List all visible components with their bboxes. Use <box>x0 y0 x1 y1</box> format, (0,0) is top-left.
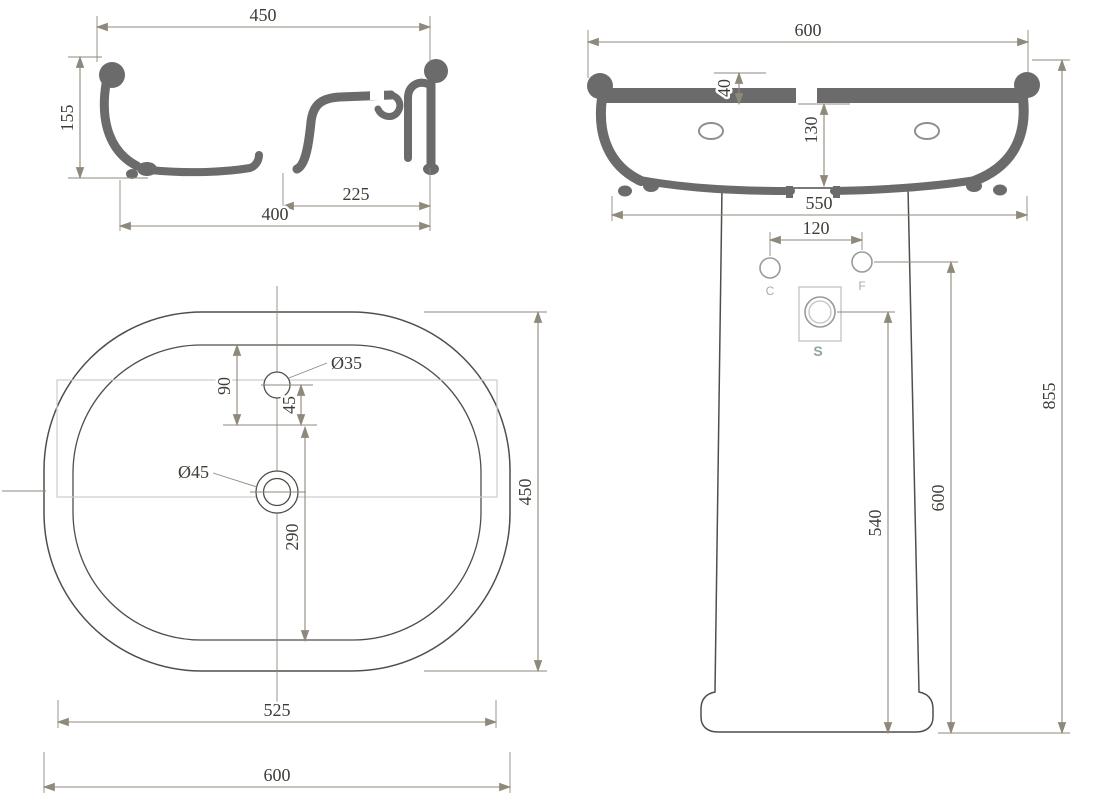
side-section-view: 450 155 225 400 <box>55 3 448 231</box>
front-dimensions: 600 40 130 550 120 855 600 540 <box>586 18 1070 735</box>
dim-plan-tap-offset: 45 <box>279 396 299 414</box>
front-drain-tab <box>833 186 840 198</box>
side-left-wall <box>99 79 142 171</box>
dim-side-base-width: 400 <box>262 204 289 224</box>
extension-lines <box>424 311 547 672</box>
fixing-hole-left <box>698 122 724 140</box>
dim-plan-rim-to-tap: 90 <box>214 377 234 395</box>
cold-supply-label: C <box>766 284 775 298</box>
plan-dimensions: 90 45 290 450 525 600 <box>42 310 547 793</box>
cold-supply-hole <box>759 257 781 279</box>
front-right-wall <box>969 93 1029 186</box>
side-basin-section <box>99 59 448 179</box>
front-left-wall <box>595 93 646 186</box>
front-foot <box>993 184 1007 196</box>
hot-supply-label: F <box>858 279 865 293</box>
side-back-top <box>404 78 432 102</box>
dim-front-hole-spacing: 120 <box>803 218 830 238</box>
dim-front-supply-height: 600 <box>928 485 948 512</box>
front-foot <box>643 180 659 192</box>
side-dimensions: 450 155 225 400 <box>55 3 432 231</box>
plan-view: Ø35 Ø45 90 45 290 450 525 600 <box>2 286 547 793</box>
front-rim-slot <box>796 84 817 105</box>
dim-side-width: 450 <box>250 5 277 25</box>
side-right-foot <box>423 163 439 175</box>
front-foot <box>618 185 632 197</box>
dim-plan-inner-width: 525 <box>264 700 291 720</box>
dim-plan-width: 600 <box>264 765 291 785</box>
front-drain-tab <box>786 186 793 198</box>
siphon-label: S <box>813 343 822 359</box>
dim-plan-drain-to-front: 290 <box>282 524 302 551</box>
side-overflow-slot <box>370 88 384 100</box>
pedestal-outline <box>700 187 934 733</box>
front-bottom-right <box>830 176 980 195</box>
side-middle-wall <box>292 90 396 174</box>
dim-front-width: 600 <box>795 20 822 40</box>
dim-drain-hole-dia: Ø45 <box>178 462 209 482</box>
side-overflow-hook <box>374 91 404 120</box>
dim-plan-depth: 450 <box>515 479 535 506</box>
side-right-rim-roll <box>424 59 448 83</box>
hot-supply-hole <box>851 251 873 273</box>
side-bottom-shell <box>146 151 263 177</box>
dim-tap-hole-dia: Ø35 <box>331 353 362 373</box>
front-section-view: C F S 600 <box>586 18 1070 735</box>
front-foot <box>966 180 982 192</box>
dim-front-rim-height: 40 <box>714 79 734 97</box>
side-left-toe <box>126 169 138 179</box>
siphon-hole-inner <box>808 300 832 324</box>
fixing-hole-right <box>914 122 940 140</box>
dim-front-trap-height: 540 <box>865 510 885 537</box>
siphon-box <box>798 286 842 342</box>
dim-front-bowl-depth: 130 <box>801 117 821 144</box>
dim-front-under-width: 550 <box>806 193 833 213</box>
dim-side-height: 155 <box>57 105 77 132</box>
front-basin-section <box>587 72 1040 198</box>
dim-front-total-height: 855 <box>1039 383 1059 410</box>
tap-hole-leader <box>288 362 328 379</box>
dim-side-inner-depth: 225 <box>343 184 370 204</box>
drain-leader <box>212 472 258 488</box>
